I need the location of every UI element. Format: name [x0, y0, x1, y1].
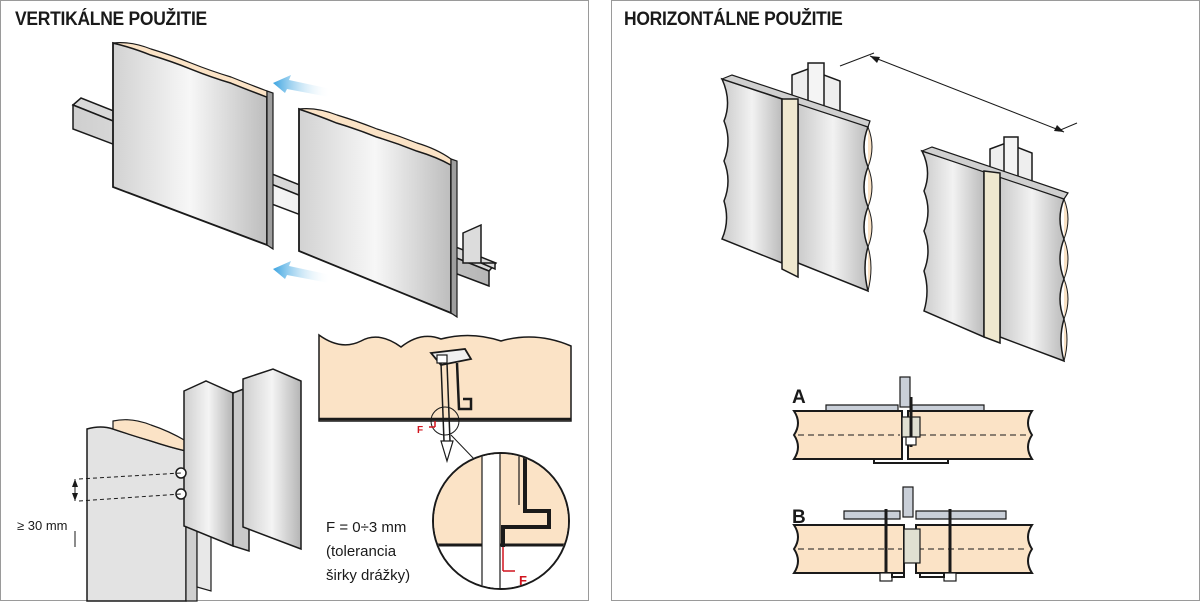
vertical-use-title: VERTIKÁLNE POUŽITIE	[15, 9, 207, 30]
dimension-label: ≥ 30 mm	[17, 518, 67, 533]
insertion-arrow-top	[273, 75, 331, 97]
section-a-label: A	[792, 387, 806, 408]
vertical-use-drawing: ≥ 30 mm F	[17, 41, 572, 602]
sandwich-panel-1	[112, 41, 274, 251]
column-spacing-arrow	[839, 52, 1078, 133]
joint-cross-section: F	[318, 333, 572, 464]
sandwich-panel-2	[298, 107, 458, 319]
tolerance-line-1: F = 0÷3 mm	[326, 519, 406, 536]
horizontal-use-drawing: A B	[720, 52, 1078, 582]
magnified-detail	[432, 452, 570, 590]
horizontal-use-title: HORIZONTÁLNE POUŽITIE	[624, 9, 843, 30]
panel-assembly-left	[720, 62, 873, 293]
vertical-use-panel: VERTIKÁLNE POUŽITIE	[0, 0, 589, 602]
svg-text:F: F	[417, 425, 423, 436]
tolerance-line-3: širky drážky)	[326, 567, 410, 584]
tolerance-line-2: (tolerancia	[326, 543, 397, 560]
section-b-drawing	[792, 486, 1034, 582]
insertion-arrow-bottom	[273, 261, 331, 283]
column-detail	[72, 368, 302, 602]
detail-f-label: F	[519, 573, 527, 588]
section-a-drawing	[792, 376, 1034, 464]
section-b-label: B	[792, 507, 806, 528]
horizontal-use-panel: HORIZONTÁLNE POUŽITIE	[611, 0, 1200, 601]
panel-assembly-right	[920, 136, 1069, 363]
